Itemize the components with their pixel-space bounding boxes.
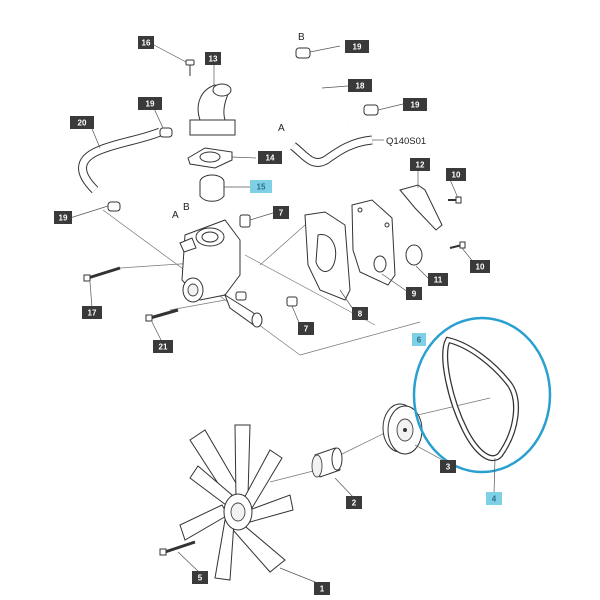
bolt-17: [83, 266, 121, 282]
svg-text:15: 15: [257, 183, 266, 192]
svg-text:16: 16: [142, 39, 151, 48]
svg-text:6: 6: [417, 336, 422, 345]
callout-20: 20: [70, 116, 94, 129]
callout-1: 1: [314, 582, 330, 595]
connector-a-pump: A: [172, 210, 179, 221]
svg-text:19: 19: [59, 214, 68, 223]
gasket-14: [187, 147, 233, 169]
callout-19-left: 19: [138, 97, 162, 110]
callout-5: 5: [192, 571, 208, 584]
callout-19-right: 19: [403, 98, 427, 111]
callout-9: 9: [406, 287, 422, 300]
pulley-icon: [382, 403, 423, 455]
svg-text:2: 2: [352, 499, 357, 508]
thermostat-icon: [199, 174, 225, 202]
callout-7-upper: 7: [273, 206, 289, 219]
reference-code: Q140S01: [386, 136, 426, 147]
highlight-ring: [412, 316, 552, 474]
svg-text:5: 5: [198, 574, 203, 583]
hose-clamp-19-top: [295, 47, 311, 59]
svg-text:9: 9: [412, 290, 417, 299]
belt-icon: [442, 336, 519, 462]
callout-10-upper: 10: [446, 168, 466, 181]
callout-6: 6: [412, 333, 426, 346]
svg-text:4: 4: [492, 495, 497, 504]
callouts: 16 13 19 18 19 19 20 14 15 12 10 19 7 10…: [54, 36, 502, 595]
callout-3: 3: [440, 460, 456, 473]
bolt-5: [159, 540, 196, 556]
water-pump-icon: [179, 219, 263, 328]
svg-text:13: 13: [209, 55, 218, 64]
bolt-16: [185, 59, 195, 76]
plug-7-lower: [286, 296, 298, 307]
hose-clamp-19-lower-left: [107, 201, 121, 212]
callout-16: 16: [138, 36, 154, 49]
svg-text:7: 7: [304, 325, 309, 334]
hose-lower-upper: [290, 135, 373, 167]
hose-20: [78, 127, 162, 194]
callout-19-lower-left: 19: [54, 211, 72, 224]
callout-12: 12: [410, 158, 430, 171]
o-ring-11: [405, 244, 423, 266]
bolt-21: [145, 308, 179, 322]
svg-text:12: 12: [416, 161, 425, 170]
svg-text:7: 7: [279, 209, 284, 218]
hose-clamp-19-mid: [363, 104, 379, 116]
svg-text:10: 10: [476, 263, 485, 272]
svg-text:19: 19: [411, 101, 420, 110]
plate-9: [351, 199, 396, 286]
bracket-12: [399, 184, 443, 231]
callout-11: 11: [428, 273, 448, 286]
hose-clamp-19-left: [159, 127, 173, 138]
plug-7-upper: [239, 214, 251, 228]
callout-19-top: 19: [345, 40, 369, 53]
svg-text:8: 8: [358, 310, 363, 319]
bolt-10-lower: [449, 241, 466, 249]
callout-2: 2: [346, 496, 362, 509]
callout-21: 21: [153, 340, 173, 353]
bolt-10-upper: [448, 196, 462, 204]
svg-text:19: 19: [146, 100, 155, 109]
connector-a-upper: A: [278, 123, 285, 134]
callout-8: 8: [352, 307, 368, 320]
hose-18: [298, 57, 351, 125]
svg-text:11: 11: [434, 276, 443, 285]
fan-icon: [179, 424, 294, 581]
callout-18: 18: [348, 79, 372, 92]
svg-text:19: 19: [353, 43, 362, 52]
callout-17: 17: [82, 306, 102, 319]
spacer-2: [311, 447, 343, 478]
svg-text:3: 3: [446, 463, 451, 472]
callout-15: 15: [250, 180, 272, 193]
svg-text:20: 20: [78, 119, 87, 128]
svg-text:1: 1: [320, 585, 325, 594]
connector-labels: B A B A Q140S01: [172, 32, 426, 221]
callout-4: 4: [486, 492, 502, 505]
gasket-8: [304, 211, 351, 301]
svg-text:14: 14: [266, 154, 275, 163]
svg-text:10: 10: [452, 171, 461, 180]
svg-text:17: 17: [88, 309, 97, 318]
callout-14: 14: [258, 151, 282, 164]
callout-7-lower: 7: [298, 322, 314, 335]
connector-b-pump: B: [183, 202, 190, 213]
callout-13: 13: [205, 52, 221, 65]
callout-10-lower: 10: [470, 260, 490, 273]
svg-text:18: 18: [356, 82, 365, 91]
svg-text:21: 21: [159, 343, 168, 352]
thermostat-housing-13: [189, 83, 236, 136]
connector-b-upper: B: [298, 32, 305, 43]
